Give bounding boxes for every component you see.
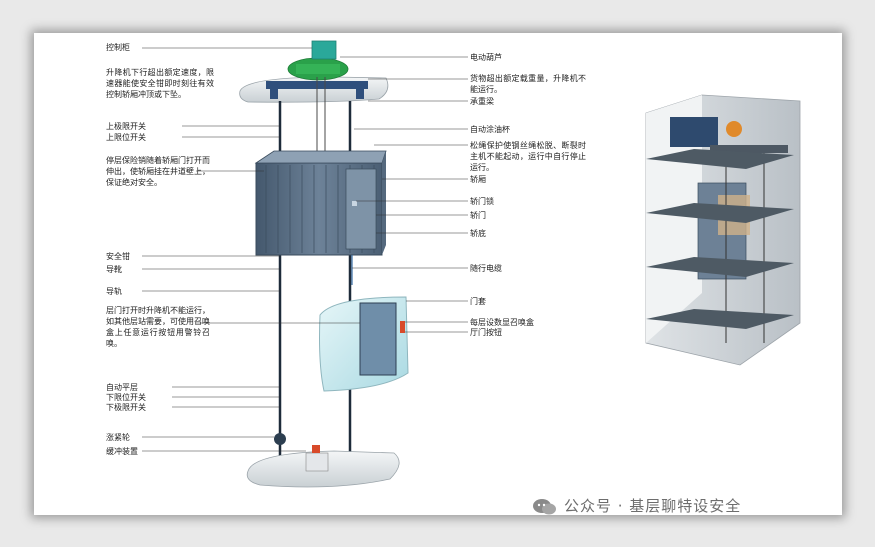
- label-overspeed-note: 升降机下行超出额定速度，限速器能使安全钳即时刻往有效控制轿厢冲顶或下坠。: [106, 68, 214, 99]
- wechat-icon: [533, 499, 556, 515]
- label-car-door-lock: 轿门锁: [470, 197, 494, 206]
- label-guide-rail: 导轨: [106, 287, 122, 296]
- top-platform: [239, 76, 389, 103]
- label-lower-limit-switch: 下极限开关: [106, 403, 146, 412]
- main-elevator: [239, 40, 409, 488]
- car-door-lock: [352, 201, 357, 206]
- buffer: [305, 452, 329, 472]
- label-load-beam: 承重梁: [470, 97, 494, 106]
- label-overload-note: 货物超出额定载重量，升降机不能运行。: [470, 74, 586, 94]
- tension-wheel: [274, 433, 286, 445]
- label-electric-hoist: 电动葫芦: [470, 53, 502, 62]
- label-control-cabinet: 控制柜: [106, 43, 130, 52]
- control-cabinet: [311, 40, 337, 60]
- right-leader-lines: [340, 56, 468, 333]
- label-upper-position-switch: 上限位开关: [106, 133, 146, 142]
- label-guide-shoe: 导靴: [106, 265, 122, 274]
- label-buffer: 缓冲装置: [106, 447, 138, 456]
- elevator-diagram: [142, 40, 801, 488]
- label-safety-gear: 安全钳: [106, 252, 130, 261]
- label-lower-position-switch: 下限位开关: [106, 393, 146, 402]
- label-auto-leveling: 自动平层: [106, 383, 138, 392]
- label-door-interlock-note: 停层保险销随着轿厢门打开而伸出，使轿厢挂在井道壁上，保证绝对安全。: [106, 156, 210, 187]
- label-traveling-cable: 随行电缆: [470, 264, 502, 273]
- label-auto-oiler: 自动涂油杯: [470, 125, 510, 134]
- label-door-frame: 门套: [470, 297, 486, 306]
- label-car-door: 轿门: [470, 211, 486, 220]
- label-landing-door-note: 层门打开时升降机不能运行，如其他层站需要，可使用召唤盒上任意运行按钮用警铃召唤。: [106, 306, 210, 348]
- car-door: [345, 168, 377, 250]
- label-landing-button: 厅门按钮: [470, 328, 502, 337]
- call-box: [400, 321, 405, 333]
- landing-door: [359, 302, 397, 376]
- label-tension-wheel: 涨紧轮: [106, 433, 130, 442]
- label-car: 轿厢: [470, 175, 486, 184]
- label-floor-call-box: 每层设数显召唤盒: [470, 318, 534, 327]
- label-upper-limit-switch: 上极限开关: [106, 122, 146, 131]
- left-leader-lines: [142, 47, 360, 452]
- watermark-text: 公众号 · 基层聊特设安全: [564, 497, 742, 515]
- label-car-floor: 轿底: [470, 229, 486, 238]
- label-slack-rope-note: 松绳保护使钢丝绳松脱、断裂时主机不能起动，运行中自行停止运行。: [470, 141, 586, 172]
- shaft-3d-illustration: [645, 94, 801, 366]
- diagram-frame: 控制柜 升降机下行超出额定速度，限速器能使安全钳即时刻往有效控制轿厢冲顶或下坠。…: [34, 33, 842, 515]
